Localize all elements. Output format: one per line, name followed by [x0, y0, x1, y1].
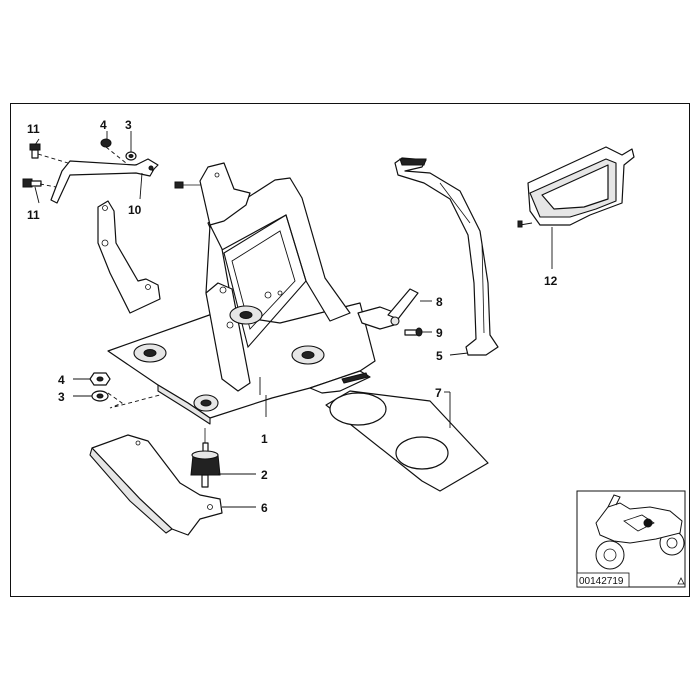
nut-4-lower: [89, 372, 111, 386]
callout-7: 7: [435, 386, 442, 400]
parts-diagram: 11 11 4 3 10 4 3 1 2 6 8 9 5 7 12 001427…: [10, 103, 690, 597]
callout-labels: 11 11 4 3 10 4 3 1 2 6 8 9 5 7 12: [27, 118, 558, 515]
callout-4-top: 4: [100, 118, 107, 132]
cover-12: [517, 146, 635, 228]
bracket-10: [50, 158, 159, 204]
screw-9: [404, 327, 423, 337]
washer-3-lower: [91, 390, 109, 402]
callout-9: 9: [436, 326, 443, 340]
callout-11-top: 11: [27, 122, 40, 136]
callout-2: 2: [261, 468, 268, 482]
callout-1: 1: [261, 432, 268, 446]
pad-7: [325, 390, 489, 492]
callout-3-lower: 3: [58, 390, 65, 404]
callout-5: 5: [436, 349, 443, 363]
callout-3-top: 3: [125, 118, 132, 132]
callout-6: 6: [261, 501, 268, 515]
clamp-8: [357, 288, 419, 330]
screw-11-bottom: [22, 178, 57, 188]
callout-12: 12: [544, 274, 558, 288]
parts-diagram-canvas: 11 11 4 3 10 4 3 1 2 6 8 9 5 7 12 001427…: [10, 103, 690, 597]
callout-11-bottom: 11: [27, 208, 40, 222]
triangle-icon: [677, 577, 685, 585]
callout-10: 10: [128, 203, 142, 217]
diagram-number: 00142719: [579, 576, 624, 587]
motorcycle-icon: [595, 494, 685, 570]
location-thumbnail: 00142719: [576, 490, 686, 588]
location-marker-icon: [643, 518, 653, 528]
guard-6: [89, 434, 223, 536]
callout-8: 8: [436, 295, 443, 309]
rubber-mount-2: [190, 428, 221, 488]
callout-4-lower: 4: [58, 373, 65, 387]
leader-lines: [34, 131, 553, 508]
battery-tray-1: [97, 162, 376, 425]
washer-3-top: [125, 151, 137, 161]
diagram-border: [10, 103, 690, 597]
strap-5: [394, 157, 499, 356]
screw-11-top: [29, 143, 69, 164]
nut-4-top: [100, 138, 127, 164]
